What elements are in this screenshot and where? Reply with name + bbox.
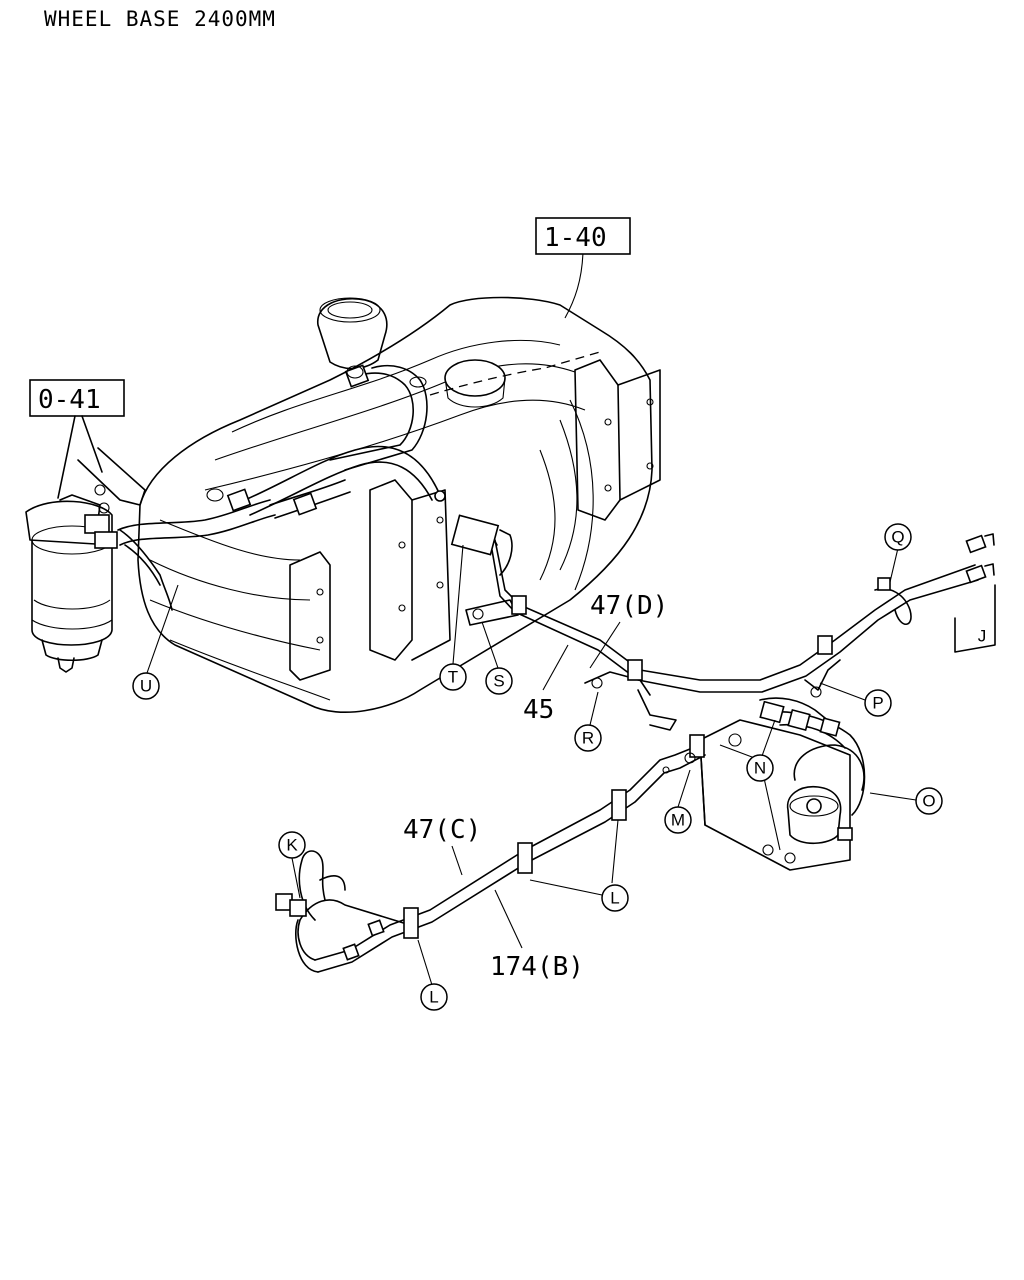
callout-t[interactable]: T (439, 663, 467, 691)
callout-q[interactable]: Q (884, 523, 912, 551)
part-number-45[interactable]: 45 (523, 695, 554, 725)
leader-q (889, 547, 899, 583)
ref-label-1-40: 1-40 (544, 223, 607, 253)
callout-o-label: O (922, 792, 935, 811)
callout-o[interactable]: O (915, 787, 943, 815)
callout-n-label: N (754, 759, 766, 778)
leader-m (677, 769, 691, 808)
callout-r-label: R (582, 729, 594, 748)
ref-box-0-41[interactable]: 0-41 (29, 379, 125, 499)
fuel-pipes-lower (275, 734, 706, 973)
fuel-pipes-upper (450, 514, 995, 731)
leader-u (146, 584, 179, 674)
tank-hoses (206, 364, 446, 519)
leader-l2 (417, 939, 433, 986)
part-number-47d[interactable]: 47(D) (590, 591, 668, 621)
callout-q-label: Q (891, 528, 904, 547)
leader-k (291, 857, 301, 899)
diagram-title: WHEEL BASE 2400MM (44, 7, 276, 31)
callout-p-label: P (872, 694, 883, 713)
leader-t (452, 544, 464, 665)
fuel-filter (25, 447, 276, 673)
callout-l-lower[interactable]: L (420, 983, 448, 1011)
callout-j[interactable]: J (978, 627, 987, 646)
callout-j-label: J (978, 627, 987, 646)
callout-k-label: K (286, 836, 298, 855)
connector-j-bracket (954, 584, 996, 653)
leader-l1 (529, 819, 619, 896)
ref-box-1-40[interactable]: 1-40 (535, 217, 631, 255)
callout-p[interactable]: P (864, 689, 892, 717)
callout-u[interactable]: U (132, 672, 160, 700)
leader-n (761, 719, 776, 757)
fuel-pump-bracket (699, 697, 866, 871)
fuel-tank (137, 251, 661, 713)
callout-m-label: M (671, 811, 685, 830)
callout-s[interactable]: S (485, 667, 513, 695)
callout-n[interactable]: N (746, 754, 774, 782)
callout-m[interactable]: M (664, 806, 692, 834)
leader-p (819, 682, 866, 701)
callout-s-label: S (493, 672, 504, 691)
leader-r (589, 691, 599, 726)
part-number-174b[interactable]: 174(B) (490, 952, 584, 982)
callout-l-upper[interactable]: L (601, 884, 629, 912)
callout-r[interactable]: R (574, 724, 602, 752)
callout-u-label: U (140, 677, 152, 696)
callout-k[interactable]: K (278, 831, 306, 859)
callout-l-lower-label: L (429, 988, 438, 1007)
leader-s (481, 621, 499, 669)
part-number-47c[interactable]: 47(C) (403, 815, 481, 845)
callout-l-upper-label: L (610, 889, 619, 908)
ref-label-0-41: 0-41 (38, 385, 101, 415)
callout-t-label: T (448, 668, 458, 687)
leader-o (869, 792, 917, 801)
